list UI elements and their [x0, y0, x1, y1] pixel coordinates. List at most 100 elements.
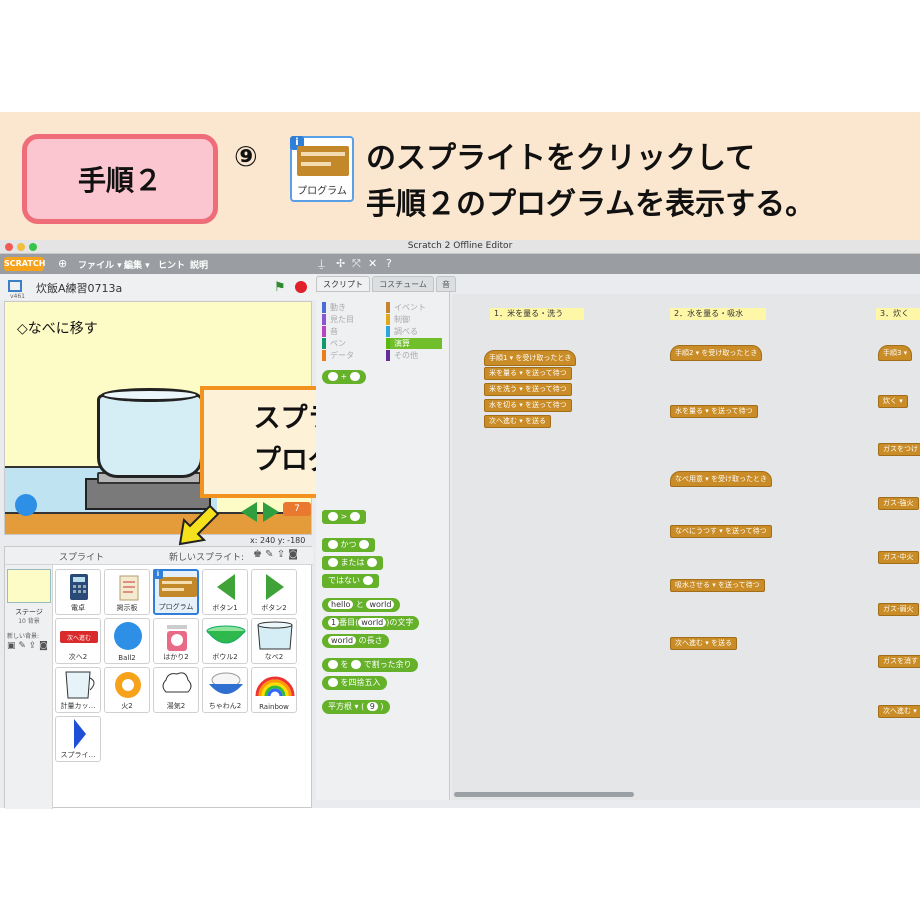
stage-backdrop-count: 10 背景: [18, 618, 40, 625]
help-tool-icon[interactable]: ?: [386, 257, 392, 270]
script-comment-3[interactable]: 3．炊く: [876, 308, 920, 320]
sprite-tile-measuring-cup[interactable]: 計量カッ…: [55, 667, 101, 713]
category-events[interactable]: イベント: [386, 302, 426, 313]
script-comment-2[interactable]: 2．水を量る・吸水: [670, 308, 766, 320]
script-block[interactable]: 米を量る ▾ を送って待つ: [484, 367, 572, 380]
sprite-tile-label: 湯気2: [166, 702, 186, 710]
new-sprite-tools[interactable]: ♚ ✎ ⇪ ◙: [253, 549, 298, 560]
block-add[interactable]: +: [322, 370, 366, 384]
tab-costumes[interactable]: コスチューム: [372, 276, 434, 292]
script-block[interactable]: ガスを消す: [878, 655, 920, 668]
block-round[interactable]: を四捨五入: [322, 676, 387, 690]
script-block[interactable]: 水を切る ▾ を送って待つ: [484, 399, 572, 412]
join-input-b[interactable]: world: [366, 600, 395, 609]
letter-index-input[interactable]: 1: [328, 618, 340, 627]
letter-word-input[interactable]: world: [358, 618, 387, 627]
counter-front: [5, 512, 311, 534]
tab-sounds[interactable]: 音: [436, 276, 456, 292]
sprite-tile-ball2[interactable]: Ball2: [104, 618, 150, 664]
length-word-input[interactable]: world: [328, 636, 357, 645]
zoom-window-button[interactable]: [29, 243, 37, 251]
category-control[interactable]: 制御: [386, 314, 410, 325]
script-block[interactable]: 次へ進む ▾: [878, 705, 920, 718]
category-data[interactable]: データ: [322, 350, 354, 361]
ball-sprite[interactable]: [15, 494, 37, 516]
script-hat-step3[interactable]: 手順3 ▾: [878, 345, 913, 361]
sprite-tile-program[interactable]: i プログラム: [153, 569, 199, 615]
block-greater-than[interactable]: >: [322, 510, 366, 524]
shrink-tool-icon[interactable]: ✕: [368, 257, 378, 270]
duplicate-tool-icon[interactable]: ⍊: [318, 257, 325, 270]
left-arrow-button[interactable]: [241, 502, 257, 522]
script-block[interactable]: 炊く ▾: [878, 395, 908, 408]
menu-tips[interactable]: ヒント: [158, 261, 186, 271]
minimize-window-button[interactable]: [17, 243, 25, 251]
script-block[interactable]: ガス-中火: [878, 551, 919, 564]
stage-thumbnail[interactable]: [7, 569, 51, 603]
sprite-tile-calculator[interactable]: 電卓: [55, 569, 101, 615]
sprite-tile-steam2[interactable]: 湯気2: [153, 667, 199, 713]
script-block[interactable]: 吸水させる ▾ を送って待つ: [670, 579, 765, 592]
script-block[interactable]: 次へ進む ▾ を送る: [670, 637, 737, 650]
fullscreen-icon[interactable]: [8, 280, 22, 292]
green-flag-icon[interactable]: ⚑: [274, 280, 286, 295]
sprite-tile-scale2[interactable]: はかり2: [153, 618, 199, 664]
project-name[interactable]: 炊飯A練習0713a: [36, 282, 123, 295]
script-hat-pot[interactable]: なべ用意 ▾ を受け取ったとき: [670, 471, 772, 487]
sprite-tile-rainbow[interactable]: Rainbow: [251, 667, 297, 713]
right-arrow-button[interactable]: [263, 502, 279, 522]
menu-file[interactable]: ファイル ▾: [78, 261, 122, 271]
tab-scripts[interactable]: スクリプト: [316, 276, 370, 292]
sprite-tile-button1[interactable]: ボタン1: [202, 569, 248, 615]
script-block[interactable]: 次へ進む ▾ を送る: [484, 415, 551, 428]
globe-icon[interactable]: ⊕: [58, 257, 68, 270]
block-mod[interactable]: を で割った余り: [322, 658, 418, 672]
scratch-logo[interactable]: SCRATCH: [4, 257, 45, 271]
block-sqrt[interactable]: 平方根 ▾ ( 9 ): [322, 700, 390, 714]
block-not[interactable]: ではない: [322, 574, 379, 588]
pot-sprite[interactable]: [97, 394, 203, 478]
script-block[interactable]: なべにうつす ▾ を送って待つ: [670, 525, 772, 538]
sqrt-input[interactable]: 9: [366, 702, 378, 711]
block-length-of[interactable]: world の長さ: [322, 634, 389, 648]
script-block[interactable]: ガス-弱火: [878, 603, 919, 616]
new-backdrop-tools[interactable]: ▣ ✎ ⇪ ◙: [7, 641, 48, 651]
join-input-a[interactable]: hello: [328, 600, 354, 609]
sprite-tile-rice-bowl2[interactable]: ちゃわん2: [202, 667, 248, 713]
script-area[interactable]: 1．米を量る・洗う 手順1 ▾ を受け取ったとき 米を量る ▾ を送って待つ 米…: [452, 294, 920, 800]
stop-icon[interactable]: [295, 281, 307, 293]
category-motion[interactable]: 動き: [322, 302, 346, 313]
sprite-tile-button2[interactable]: ボタン2: [251, 569, 297, 615]
category-looks[interactable]: 見た目: [322, 314, 354, 325]
info-icon[interactable]: i: [153, 569, 163, 579]
category-pen[interactable]: ペン: [322, 338, 346, 349]
category-sensing[interactable]: 調べる: [386, 326, 418, 337]
script-block[interactable]: 米を洗う ▾ を送って待つ: [484, 383, 572, 396]
script-hat-step1[interactable]: 手順1 ▾ を受け取ったとき: [484, 350, 577, 366]
cut-tool-icon[interactable]: ✢: [336, 257, 346, 270]
sprite-tile-bowl2[interactable]: ボウル2: [202, 618, 248, 664]
script-hat-step2[interactable]: 手順2 ▾ を受け取ったとき: [670, 345, 763, 361]
block-or[interactable]: または: [322, 556, 384, 570]
script-comment-1[interactable]: 1．米を量る・洗う: [490, 308, 584, 320]
category-operators[interactable]: 演算: [386, 338, 442, 349]
sprite-tile-bulletin[interactable]: 掲示板: [104, 569, 150, 615]
script-block[interactable]: 水を量る ▾ を送って待つ: [670, 405, 758, 418]
sprite-tile-fire2[interactable]: 火2: [104, 667, 150, 713]
horizontal-scrollbar[interactable]: [454, 792, 634, 797]
menu-edit[interactable]: 編集 ▾: [124, 261, 150, 271]
block-and[interactable]: かつ: [322, 538, 376, 552]
script-block[interactable]: ガス-強火: [878, 497, 919, 510]
category-more[interactable]: その他: [386, 350, 418, 361]
grow-tool-icon[interactable]: ⤧: [352, 257, 361, 270]
script-block[interactable]: ガスをつけ: [878, 443, 920, 456]
menu-about[interactable]: 説明: [190, 261, 209, 271]
sprite-tile-sprite[interactable]: スプライ…: [55, 716, 101, 762]
sqrt-label[interactable]: 平方根 ▾: [328, 702, 359, 711]
block-join[interactable]: hello と world: [322, 598, 401, 612]
sprite-tile-pot2[interactable]: なべ2: [251, 618, 297, 664]
sprite-tile-next2[interactable]: 次へ進む 次へ2: [55, 618, 101, 664]
close-window-button[interactable]: [5, 243, 13, 251]
category-sound[interactable]: 音: [322, 326, 338, 337]
